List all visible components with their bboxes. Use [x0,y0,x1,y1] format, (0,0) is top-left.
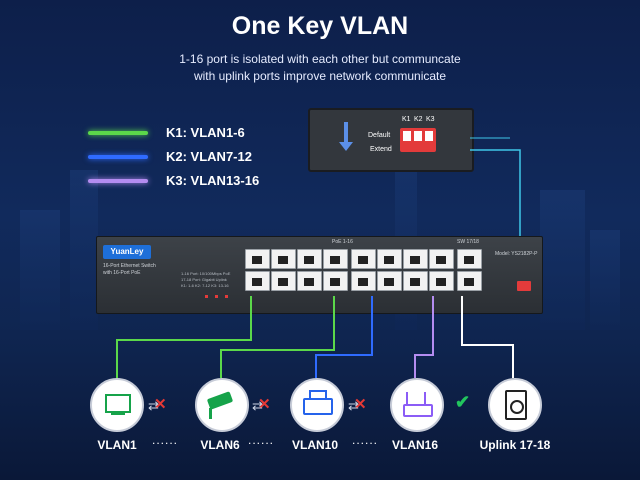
separator-dots: ...... [248,433,275,447]
key-label-k3: K3 [426,116,435,123]
legend-swatch-k2 [88,154,148,159]
spec-line: 1-16 Port: 10/100Mbps PoE [181,271,231,276]
brand-label: YuanLey [110,247,144,256]
default-label: Default [368,132,391,139]
led-indicator [215,295,218,298]
device-label-vlan6: VLAN6 [200,438,240,452]
router-body [403,404,433,417]
switch-description: 16-Port Ethernet Switch with 16-Port PoE [103,263,156,276]
model-label: Model: YS2182P-P [495,251,538,257]
rj45-port[interactable] [377,249,402,269]
printer-body [303,398,333,415]
device-label-vlan1: VLAN1 [97,438,137,452]
device-label-vlan16: VLAN16 [391,438,438,452]
down-arrow-icon [344,122,348,144]
monitor-icon [90,378,144,432]
rj45-port[interactable] [245,249,270,269]
device-label-uplink: Uplink 17-18 [479,438,551,452]
dip-switch-block [400,128,436,152]
rj45-port[interactable] [351,249,376,269]
rj45-port[interactable] [323,249,348,269]
skyline-building [540,190,585,330]
spec-line: 17-18 Port: Gigabit Uplink [181,277,227,282]
rj45-port[interactable] [323,271,348,291]
poe-header: PoE 1-16 [332,239,353,245]
device-label-vlan10: VLAN10 [291,438,338,452]
printer-icon [290,378,344,432]
spec-list: 1-16 Port: 10/100Mbps PoE 17-18 Port: Gi… [181,271,230,289]
led-indicator [225,295,228,298]
router-icon [390,378,444,432]
rj45-port[interactable] [403,249,428,269]
subtitle-line-2: with uplink ports improve network commun… [193,69,447,83]
extend-label: Extend [370,146,392,153]
legend-item-k3: K3: VLAN13-16 [88,173,259,188]
key-label-k2: K2 [414,116,423,123]
uplink-header: SW 17/18 [457,239,479,245]
legend-swatch-k3 [88,178,148,183]
skyline-building [70,170,98,330]
dip-toggle-k3[interactable] [425,131,433,141]
legend-swatch-k1 [88,130,148,135]
rj45-port[interactable] [429,249,454,269]
camera-icon [195,378,249,432]
legend-label-k2: K2: VLAN7-12 [166,149,252,164]
ethernet-switch: YuanLey 16-Port Ethernet Switch with 16-… [96,236,543,314]
rj45-port[interactable] [245,271,270,291]
down-arrow-head [339,142,353,151]
link-arrows-icon: ⇄ [148,398,159,413]
key-label-k1: K1 [402,116,411,123]
router-antenna [406,392,408,404]
camera-body [206,391,234,410]
rj45-port[interactable] [403,271,428,291]
rj45-port[interactable] [271,271,296,291]
skyline-building [20,210,60,330]
skyline-building [590,230,620,330]
dip-switch-callout: K1 K2 K3 Default Extend [308,108,474,172]
isolated-x-icon: ✕ [258,396,271,413]
rj45-port[interactable] [351,271,376,291]
printer-paper [309,390,327,400]
rj45-port[interactable] [377,271,402,291]
monitor-stand [111,413,125,415]
camera-mount [209,408,212,419]
uplink-port[interactable] [457,271,482,291]
uplink-port[interactable] [457,249,482,269]
separator-dots: ...... [152,433,179,447]
rj45-port[interactable] [297,271,322,291]
isolated-x-icon: ✕ [154,396,167,413]
speaker-cone [510,400,524,414]
legend-label-k3: K3: VLAN13-16 [166,173,260,188]
rj45-port[interactable] [271,249,296,269]
legend-item-k1: K1: VLAN1-6 [88,125,245,140]
mini-dip-switch[interactable] [517,281,531,291]
dip-toggle-k1[interactable] [403,131,411,141]
subtitle-line-1: 1-16 port is isolated with each other bu… [179,52,461,66]
led-indicator [205,295,208,298]
link-arrows-icon: ⇄ [252,398,263,413]
isolated-x-icon: ✕ [354,396,367,413]
separator-dots: ...... [352,433,379,447]
legend-label-k1: K1: VLAN1-6 [166,125,245,140]
legend-item-k2: K2: VLAN7-12 [88,149,252,164]
connected-check-icon: ✔ [455,392,471,412]
router-antenna [424,392,426,404]
monitor-screen [105,394,131,413]
page-title: One Key VLAN [231,12,409,40]
rj45-port[interactable] [297,249,322,269]
dip-toggle-k2[interactable] [414,131,422,141]
speaker-body [505,390,527,420]
spec-line: K1: 1-6 K2: 7-12 K3: 13-16 [181,283,229,288]
brand-badge: YuanLey [103,245,151,259]
link-arrows-icon: ⇄ [348,398,359,413]
speaker-icon [488,378,542,432]
rj45-port[interactable] [429,271,454,291]
